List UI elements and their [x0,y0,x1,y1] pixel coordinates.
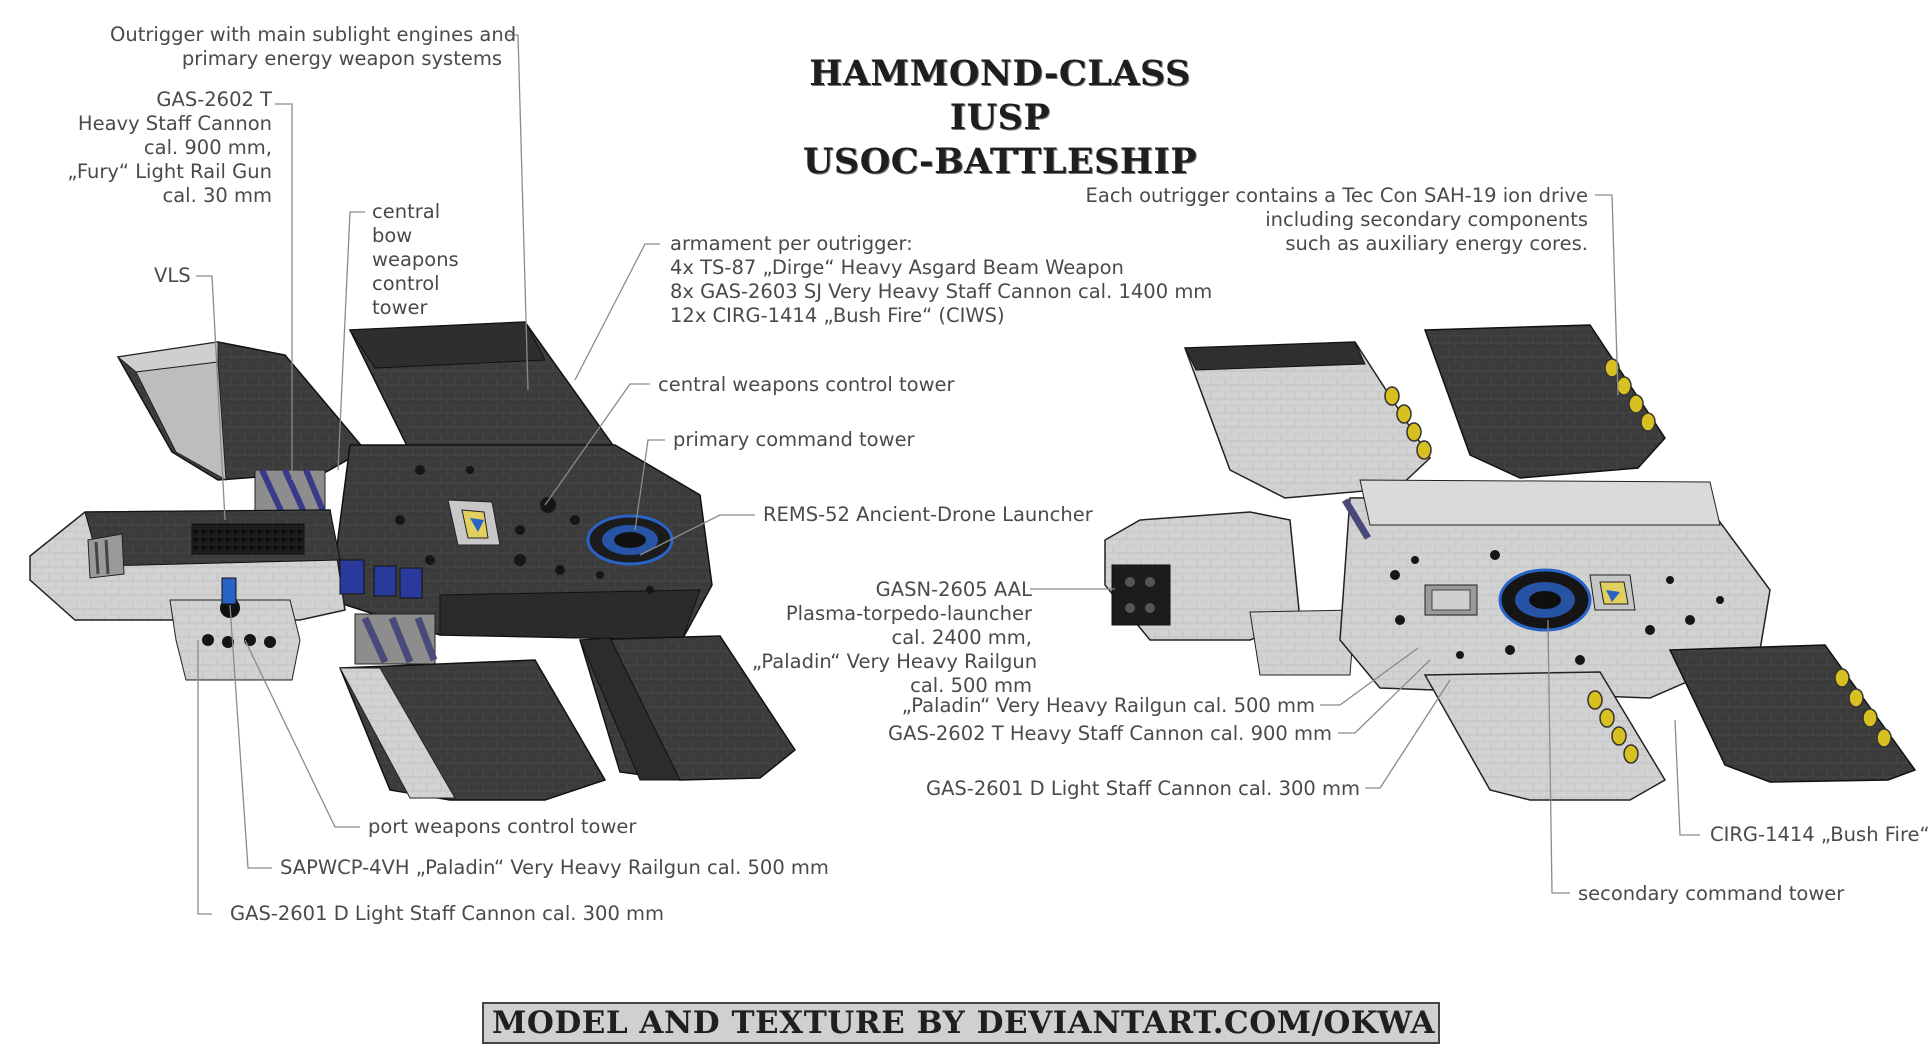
right-outrigger-upper-left [1183,341,1432,499]
label-gas2601-right: GAS-2601 D Light Staff Cannon cal. 300 m… [925,777,1360,800]
label-sapwcp: SAPWCP-4VH „Paladin“ Very Heavy Railgun … [280,856,829,879]
leader-port-tower [244,639,360,828]
left-port-weapons [169,559,423,681]
leader-outrigger-engines [505,34,529,391]
leader-gas2602 [275,103,293,480]
diagram-title: HAMMOND-CLASS IUSP USOC-BATTLESHIP [780,52,1220,184]
label-outrigger-engines: Outrigger with main sublight engines and… [110,23,517,70]
label-paladin: „Paladin“ Very Heavy Railgun cal. 500 mm [901,694,1315,717]
leader-central-bow [337,211,365,471]
label-primary-command-tower: primary command tower [673,428,915,451]
leader-gas2601-left [197,640,212,915]
label-port-weapons-tower: port weapons control tower [368,815,637,838]
leader-gas2601-right [1365,679,1451,789]
left-outrigger-lower-right [578,635,797,781]
leader-ion-drive [1595,194,1619,396]
left-ship [29,321,797,801]
left-outrigger-upper-left [116,341,367,481]
right-bow-section [1104,511,1356,676]
label-gas2602-right: GAS-2602 T Heavy Staff Cannon cal. 900 m… [888,722,1332,745]
left-central-hull [329,444,713,641]
left-lower-railguns [354,613,438,665]
right-outrigger-upper-right [1423,324,1666,479]
leader-lines [196,34,1700,915]
right-central-hull [1339,479,1771,699]
label-gasn-2605: GASN-2605 AAL Plasma-torpedo-launcher ca… [752,578,1038,697]
right-outrigger-lower-right [1668,644,1917,783]
leader-central-tower [544,383,650,506]
title-line-3: USOC-BATTLESHIP [802,141,1198,182]
leader-cirg [1674,719,1700,836]
label-central-bow-tower: central bow weapons control tower [372,200,459,319]
title-line-1: HAMMOND-CLASS [809,53,1191,94]
left-outrigger-lower-left [338,659,607,801]
left-outrigger-upper-right [348,321,617,471]
leader-gas2602-right [1338,659,1431,734]
label-vls: VLS [154,264,191,287]
leader-paladin [1320,647,1419,706]
leader-sapwcp [229,604,272,869]
leader-rems [639,514,755,556]
leader-secondary-tower [1547,619,1570,894]
label-central-weapons-tower: central weapons control tower [658,373,955,396]
label-secondary-command-tower: secondary command tower [1578,882,1845,905]
credit-banner: MODEL AND TEXTURE BY DEVIANTART.COM/OKWA [482,1002,1440,1044]
credit-text: MODEL AND TEXTURE BY DEVIANTART.COM/OKWA [492,1005,1436,1041]
label-ion-drive: Each outrigger contains a Tec Con SAH-19… [1085,184,1588,255]
title-line-2: IUSP [949,97,1051,138]
label-gas2601-left: GAS-2601 D Light Staff Cannon cal. 300 m… [230,902,665,925]
leader-vls [196,275,226,521]
left-bow-section [29,509,346,621]
leader-primary-tower [634,439,665,531]
label-armament: armament per outrigger: 4x TS-87 „Dirge“… [670,232,1213,327]
label-gas2602-fury: GAS-2602 T Heavy Staff Cannon cal. 900 m… [67,88,272,207]
right-outrigger-lower-left [1423,671,1667,801]
right-ship [1104,324,1917,801]
label-rems: REMS-52 Ancient-Drone Launcher [763,503,1093,526]
leader-armament [574,243,660,381]
label-cirg: CIRG-1414 „Bush Fire“ [1710,823,1930,846]
